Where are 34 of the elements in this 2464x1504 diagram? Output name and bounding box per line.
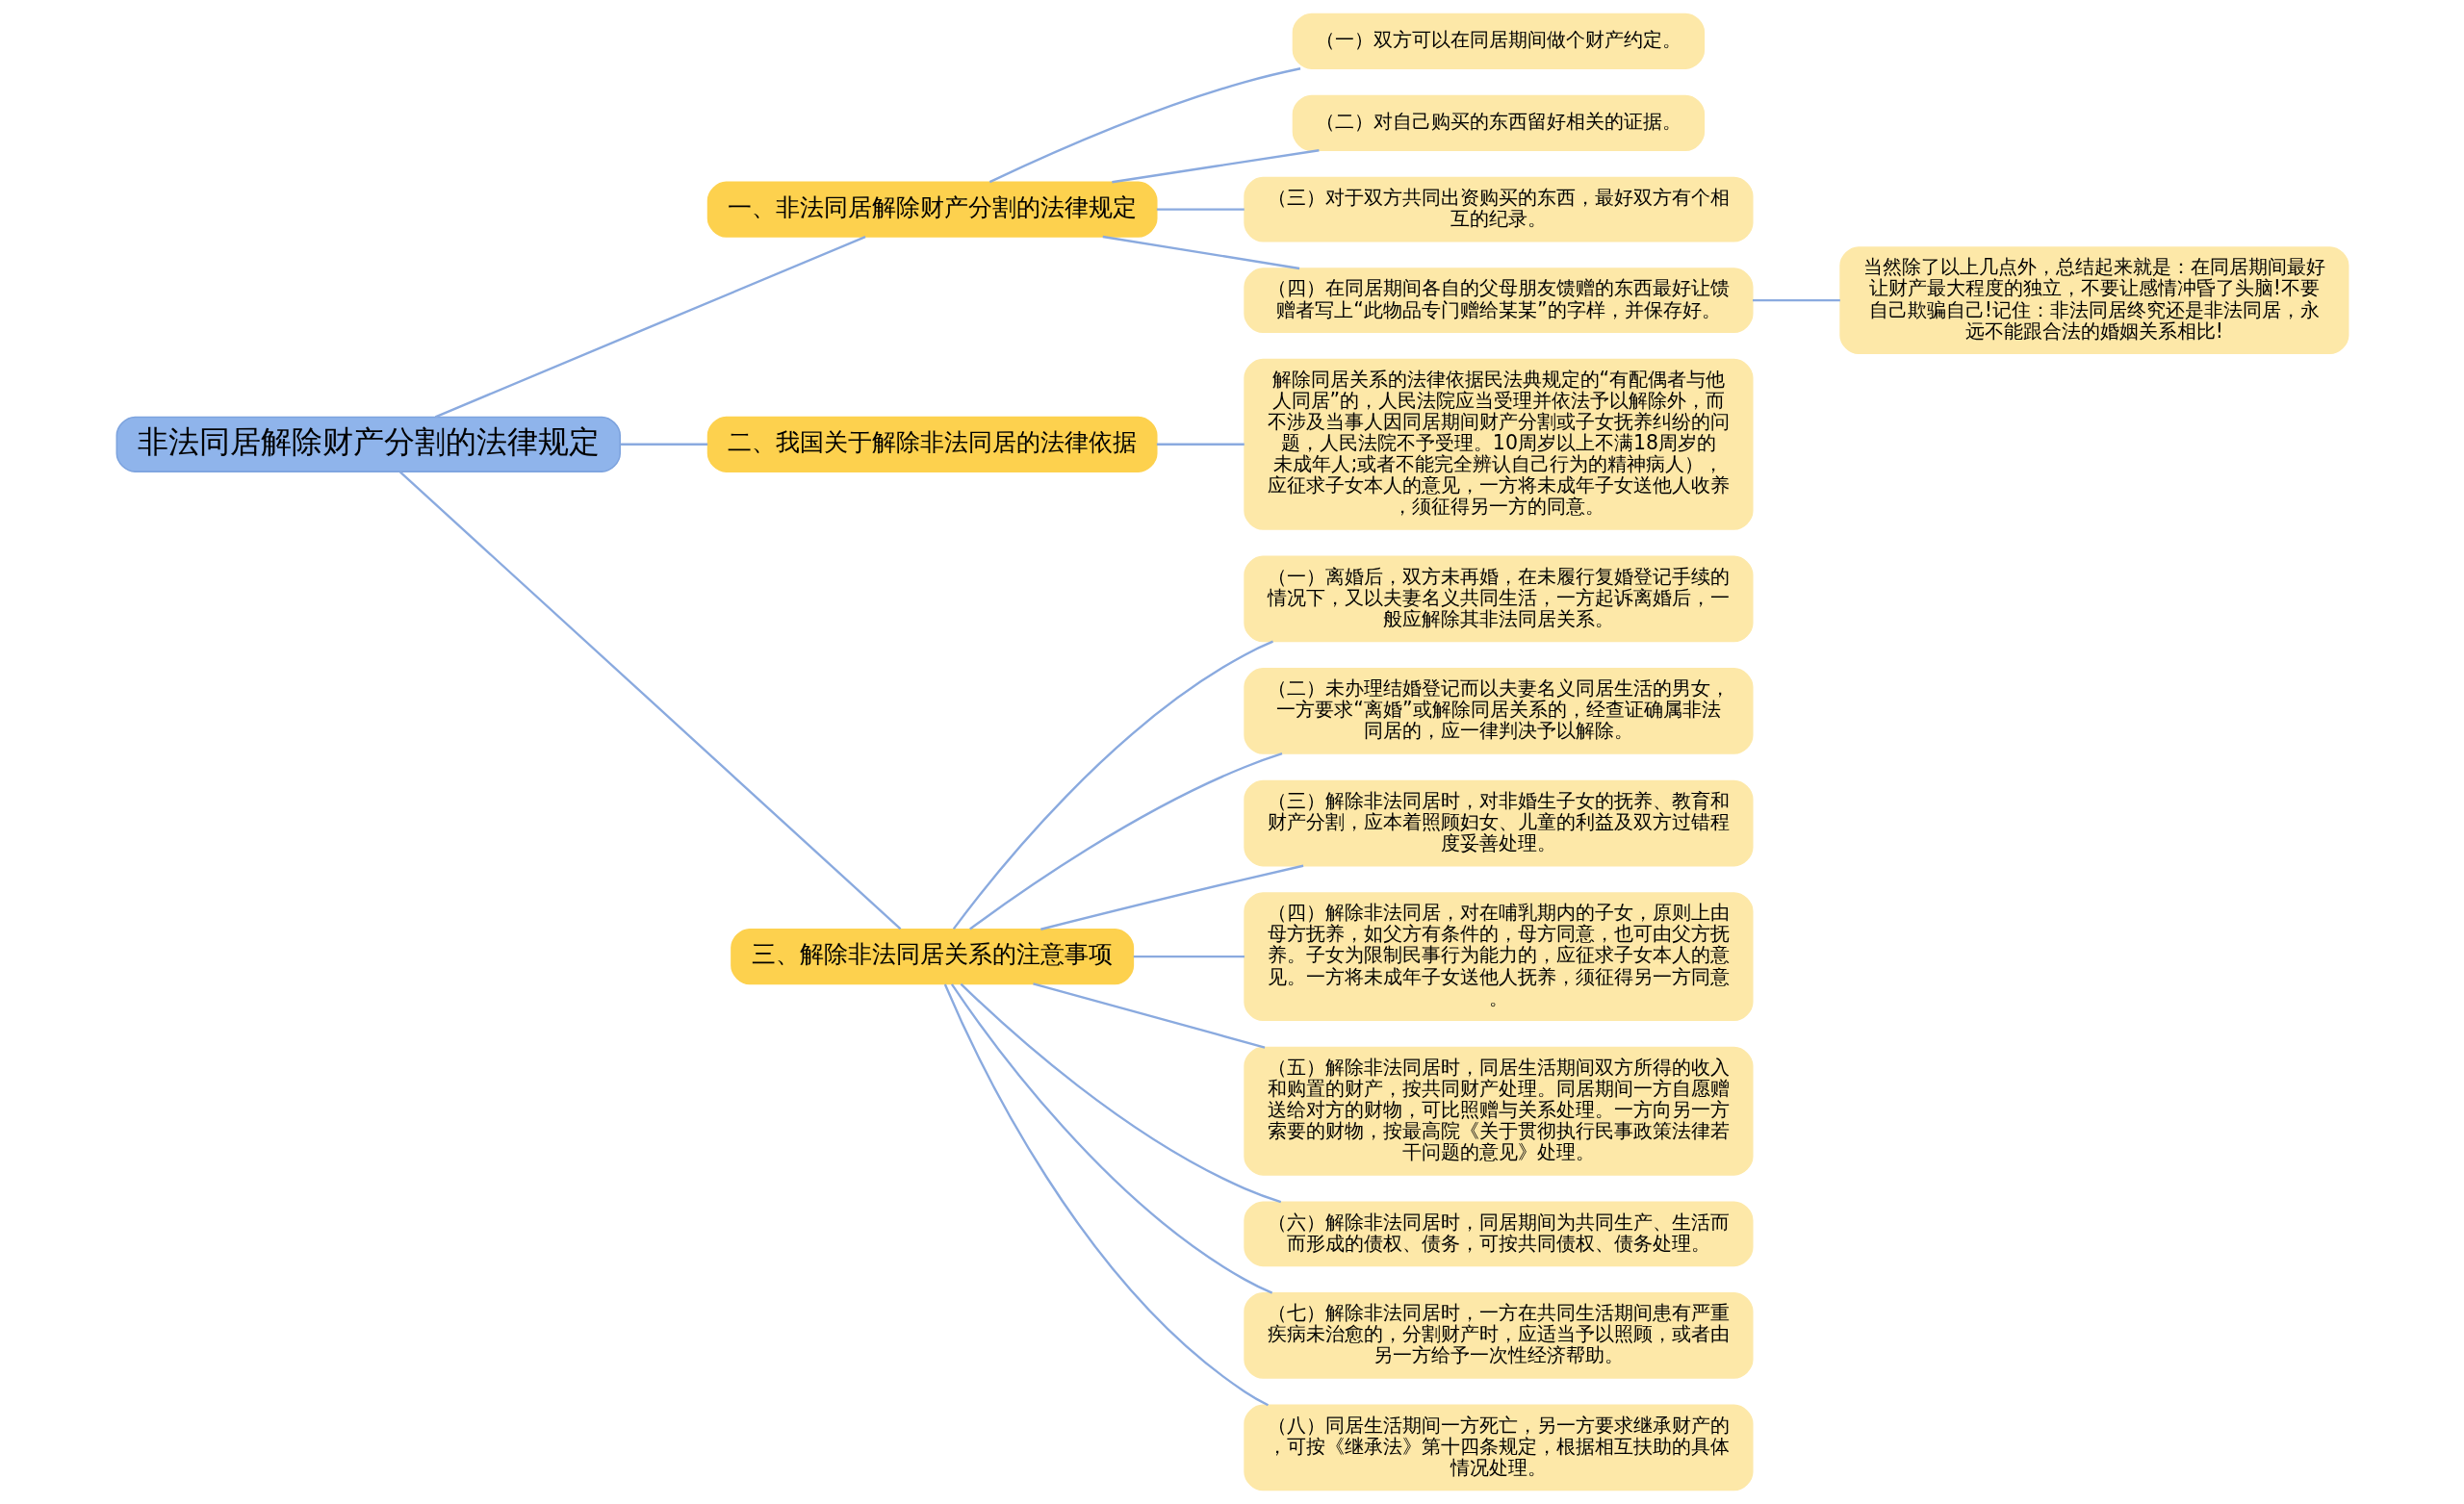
- connector: [1156, 443, 1245, 446]
- node-box: 当然除了以上几点外，总结起来就是：在同居期间最好让财产最大程度的独立，不要让感情冲昏了头脑!不要自己欺骗自己!记住：非法同居终究还是非法同居，永远不能跟合法的婚姻关系相比!: [1838, 246, 2348, 355]
- node-box: （三）对于双方共同出资购买的东西，最好双方有个相互的纪录。: [1243, 176, 1753, 242]
- node-box: 解除同居关系的法律依据民法典规定的“有配偶者与他人同居”的，人民法院应当受理并依法予以解除外，而不涉及当事人因同居期间财产分割或子女抚养纠纷的问题，人民法院不予受理。10周岁以上不满18周岁的未成年人;或者不能完全辨认自己行为的精神病人），应征求子女本人的意见，一方将未成年子女送他人收养，须征得另一方的同意。: [1243, 358, 1753, 530]
- connector: [620, 443, 707, 446]
- node-box: （四）在同居期间各自的父母朋友馈赠的东西最好让馈赠者写上“此物品专门赠给某某”的字样，并保存好。: [1243, 268, 1753, 334]
- connector: [1133, 955, 1245, 958]
- connector: [952, 640, 1273, 930]
- node-box: （三）解除非法同居时，对非婚生子女的抚养、教育和财产分割，应本着照顾妇女、儿童的利益及双方过错程度妥善处理。: [1243, 779, 1753, 867]
- node-box: 非法同居解除财产分割的法律规定: [116, 416, 621, 472]
- connector: [1102, 235, 1299, 270]
- connector: [988, 67, 1300, 184]
- node-box: （一）离婚后，双方未再婚，在未履行复婚登记手续的情况下，又以夫妻名义共同生活，一方起诉离婚后，一般应解除其非法同居关系。: [1243, 555, 1753, 643]
- connector: [960, 982, 1281, 1204]
- node-box: （二）对自己购买的东西留好相关的证据。: [1292, 94, 1705, 151]
- node-box: 一、非法同居解除财产分割的法律规定: [706, 181, 1158, 238]
- node-box: 二、我国关于解除非法同居的法律依据: [706, 416, 1158, 472]
- node-box: （五）解除非法同居时，同居生活期间双方所得的收入和购置的财产，按共同财产处理。同居期间一方自愿赠送给对方的财物，可比照赠与关系处理。一方向另一方索要的财物，按最高院《关于贯彻执行民事政策法律若干问题的意见》处理。: [1243, 1046, 1753, 1176]
- node-box: （七）解除非法同居时，一方在共同生活期间患有严重疾病未治愈的，分割财产时，应适当予以照顾，或者由另一方给予一次性经济帮助。: [1243, 1292, 1753, 1379]
- connector: [950, 983, 1272, 1294]
- connector: [1156, 208, 1245, 211]
- node-box: 三、解除非法同居关系的注意事项: [730, 929, 1134, 985]
- connector: [968, 752, 1282, 930]
- connector: [434, 236, 866, 419]
- connector: [1752, 298, 1840, 302]
- node-box: （一）双方可以在同居期间做个财产约定。: [1292, 13, 1705, 69]
- connector: [1032, 982, 1265, 1049]
- connector: [398, 471, 901, 930]
- node-box: （八）同居生活期间一方死亡，另一方要求继承财产的，可按《继承法》第十四条规定，根据相互扶助的具体情况处理。: [1243, 1404, 1753, 1491]
- node-box: （六）解除非法同居时，同居期间为共同生产、生活而而形成的债权、债务，可按共同债权、债务处理。: [1243, 1201, 1753, 1267]
- node-box: （二）未办理结婚登记而以夫妻名义同居生活的男女，一方要求“离婚”或解除同居关系的，经查证确属非法同居的，应一律判决予以解除。: [1243, 668, 1753, 754]
- connector: [943, 983, 1269, 1407]
- node-box: （四）解除非法同居，对在哺乳期内的子女，原则上由母方抚养，如父方有条件的，母方同意，也可由父方抚养。子女为限制民事行为能力的，应征求子女本人的意见。一方将未成年子女送他人抚养，须征得另一方同意。: [1243, 892, 1753, 1022]
- connector: [1111, 149, 1320, 184]
